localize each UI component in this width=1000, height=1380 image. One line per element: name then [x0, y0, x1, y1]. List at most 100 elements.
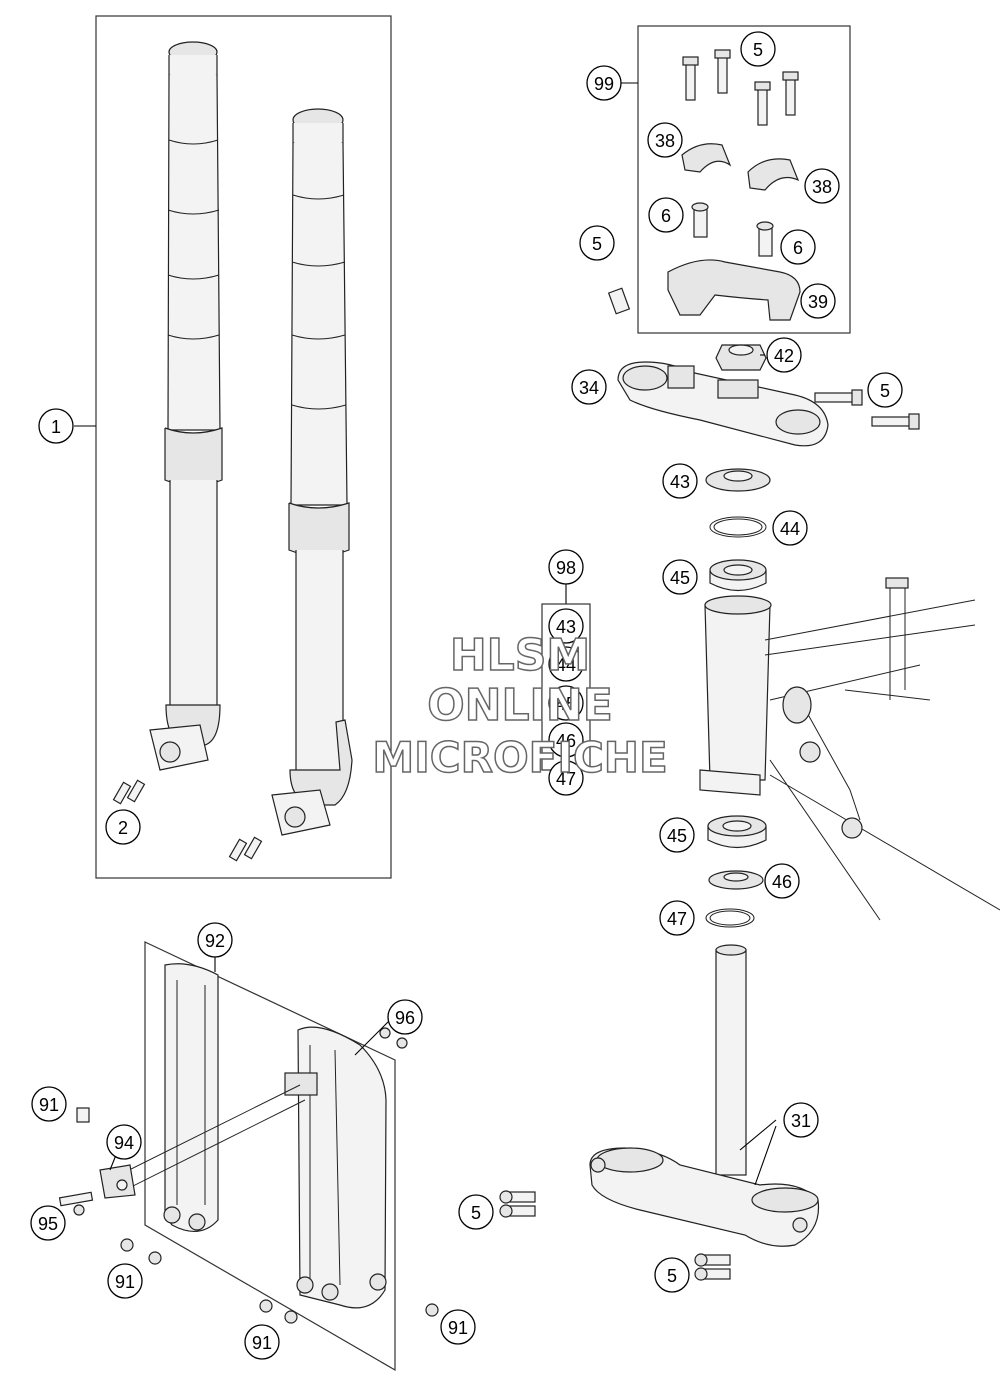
guard-nuts-96[interactable] — [379, 1027, 408, 1049]
callout-47b[interactable]: 47 — [548, 760, 584, 796]
callout-5d[interactable]: 5 — [458, 1194, 494, 1230]
left-fork-leg[interactable] — [149, 41, 223, 771]
screws-91-bottom-left[interactable] — [120, 1238, 162, 1265]
clamp-screws-mid[interactable] — [691, 202, 774, 257]
triple-clamp-bolts[interactable] — [814, 389, 920, 430]
callout-43a[interactable]: 43 — [662, 463, 698, 499]
callout-circle — [548, 646, 584, 682]
callout-number: 43 — [670, 472, 690, 492]
callout-number: 45 — [667, 826, 687, 846]
callout-number: 5 — [880, 381, 890, 401]
callout-circle — [440, 1309, 476, 1345]
o-ring-upper[interactable] — [709, 516, 767, 538]
bearing-upper[interactable] — [709, 559, 767, 592]
upper-triple-clamp[interactable] — [617, 361, 829, 447]
callout-45b[interactable]: 45 — [548, 685, 584, 721]
callout-number: 38 — [812, 177, 832, 197]
callout-44b[interactable]: 44 — [548, 646, 584, 682]
callout-38b[interactable]: 38 — [804, 168, 840, 204]
screw-91-bottom-right[interactable] — [425, 1303, 439, 1317]
callout-94[interactable]: 94 — [106, 1124, 142, 1160]
callout-5e[interactable]: 5 — [654, 1257, 690, 1293]
lower-handlebar-clamp[interactable] — [667, 259, 801, 321]
callout-number: 47 — [667, 909, 687, 929]
fork-guard-group — [58, 941, 439, 1372]
watermark-line-1: HLSM — [450, 630, 590, 681]
callout-number: 5 — [592, 234, 602, 254]
callout-circle — [654, 1257, 690, 1293]
callout-circle — [107, 1263, 143, 1299]
fork-clamp-screws-right[interactable] — [228, 836, 263, 862]
callout-circle — [867, 372, 903, 408]
callout-circle — [38, 408, 74, 444]
screw-91-top-left[interactable] — [76, 1107, 90, 1123]
lower-clamp-bolts-left[interactable] — [499, 1190, 536, 1218]
callout-91a[interactable]: 91 — [31, 1086, 67, 1122]
callout-number: 34 — [579, 378, 599, 398]
upper-handlebar-clamps[interactable] — [681, 143, 800, 191]
fork-guard-left[interactable] — [163, 963, 219, 1232]
callout-91b[interactable]: 91 — [107, 1263, 143, 1299]
callout-number: 2 — [118, 818, 128, 838]
callout-45c[interactable]: 45 — [659, 817, 695, 853]
callout-circle — [780, 229, 816, 265]
bearing-lower[interactable] — [707, 815, 767, 849]
callout-96[interactable]: 96 — [387, 999, 423, 1035]
callout-circle — [804, 168, 840, 204]
callout-circle — [244, 1324, 280, 1360]
handlebar-clamp-kit-group — [607, 25, 851, 334]
callout-number: 98 — [556, 558, 576, 578]
single-bolt[interactable] — [607, 287, 631, 315]
right-fork-leg[interactable] — [271, 108, 353, 836]
callout-91c[interactable]: 91 — [244, 1324, 280, 1360]
callout-99[interactable]: 99 — [586, 65, 622, 101]
callout-44a[interactable]: 44 — [772, 510, 808, 546]
callout-5a[interactable]: 5 — [740, 31, 776, 67]
callout-1[interactable]: 1 — [38, 408, 74, 444]
callout-95[interactable]: 95 — [30, 1205, 66, 1241]
callout-92[interactable]: 92 — [197, 922, 233, 958]
callout-number: 6 — [793, 238, 803, 258]
clamp-bolts-top[interactable] — [682, 49, 799, 126]
callout-circle — [648, 197, 684, 233]
callout-2[interactable]: 2 — [105, 809, 141, 845]
callout-46b[interactable]: 46 — [548, 722, 584, 758]
callout-98[interactable]: 98 — [548, 549, 584, 585]
callout-circle — [766, 337, 802, 373]
callout-number: 91 — [448, 1318, 468, 1338]
callout-5b[interactable]: 5 — [579, 225, 615, 261]
callout-circle — [30, 1205, 66, 1241]
callout-34[interactable]: 34 — [571, 369, 607, 405]
callout-number: 46 — [772, 872, 792, 892]
screw-95[interactable] — [58, 1191, 94, 1216]
callout-number: 45 — [556, 694, 576, 714]
callout-39[interactable]: 39 — [800, 283, 836, 319]
leader-lines — [109, 354, 777, 1186]
callout-46c[interactable]: 46 — [764, 863, 800, 899]
callout-circle — [647, 122, 683, 158]
fork-clamp-screws-left[interactable] — [112, 779, 146, 805]
callout-42[interactable]: 42 — [766, 337, 802, 373]
steering-nut[interactable] — [715, 344, 767, 371]
lower-triple-clamp[interactable] — [589, 944, 820, 1247]
fork-guard-right[interactable] — [284, 1026, 387, 1309]
callout-91d[interactable]: 91 — [440, 1309, 476, 1345]
callout-5c[interactable]: 5 — [867, 372, 903, 408]
lower-clamp-bolts-right[interactable] — [694, 1253, 731, 1281]
callout-31[interactable]: 31 — [783, 1102, 819, 1138]
o-ring-lower[interactable] — [705, 908, 755, 928]
callout-circle — [106, 1124, 142, 1160]
seal-lower[interactable] — [708, 870, 764, 890]
callout-45a[interactable]: 45 — [662, 559, 698, 595]
callout-43b[interactable]: 43 — [548, 608, 584, 644]
callout-6a[interactable]: 6 — [648, 197, 684, 233]
callout-6b[interactable]: 6 — [780, 229, 816, 265]
callout-38a[interactable]: 38 — [647, 122, 683, 158]
callout-circle — [800, 283, 836, 319]
screws-91-bottom-center[interactable] — [259, 1299, 298, 1324]
callout-47c[interactable]: 47 — [659, 900, 695, 936]
dust-seal-upper[interactable] — [705, 468, 771, 492]
callout-circle — [387, 999, 423, 1035]
brake-line-holder-94[interactable] — [99, 1164, 136, 1199]
